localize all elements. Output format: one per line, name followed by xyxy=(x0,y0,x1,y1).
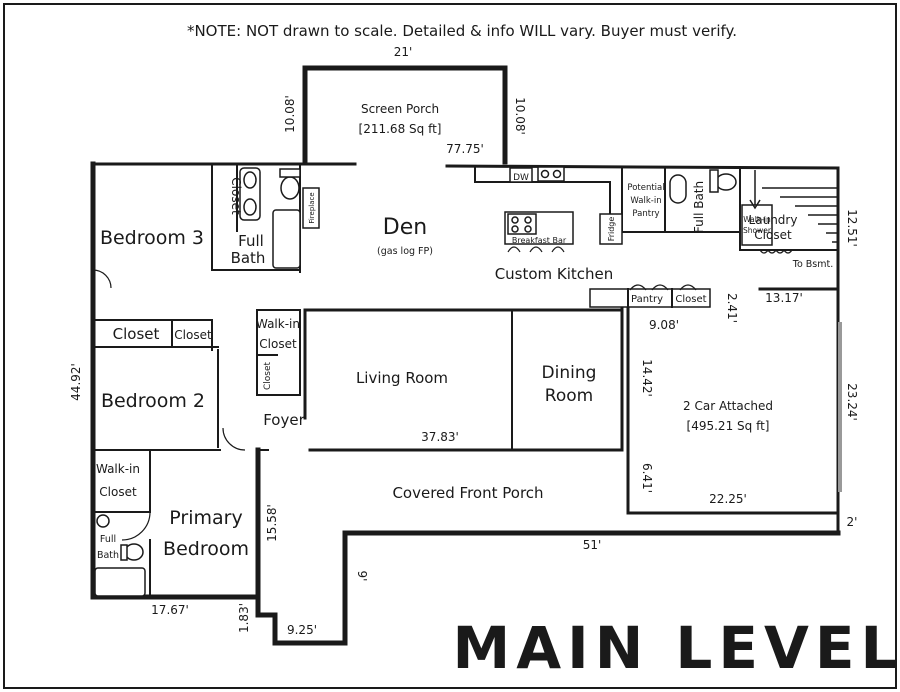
living-room-label: Living Room xyxy=(356,369,448,387)
primary-bedroom-label-2: Bedroom xyxy=(163,538,249,560)
custom-kitchen-label: Custom Kitchen xyxy=(495,265,614,283)
primary-walkin-2: Closet xyxy=(99,485,137,499)
screen-porch-sqft: [211.68 Sq ft] xyxy=(359,122,442,136)
bath3-label: Full xyxy=(238,232,264,250)
dining-label-2: Room xyxy=(545,386,593,406)
dim-925: 9.25' xyxy=(287,623,317,637)
den-label: Den xyxy=(383,215,427,240)
dim-2225: 22.25' xyxy=(709,492,747,506)
bathtub xyxy=(272,209,301,269)
bathtub xyxy=(94,567,146,597)
disclaimer-note: *NOTE: NOT drawn to scale. Detailed & in… xyxy=(187,22,737,40)
room-labels: Screen Porch [211.68 Sq ft] Den (gas log… xyxy=(96,102,833,561)
bedroom2-label: Bedroom 2 xyxy=(101,390,205,412)
toilet-tank xyxy=(120,544,128,561)
fridge-label: Fridge xyxy=(607,217,616,242)
garage-label: 2 Car Attached xyxy=(683,399,773,413)
laundry-label-1: Laundry xyxy=(749,213,798,227)
walkin-shower-1: Walk-in xyxy=(743,215,771,224)
dishwasher-icon xyxy=(509,167,533,183)
bedroom2-closet-label: Closet xyxy=(113,325,160,343)
fireplace-icon xyxy=(302,187,320,229)
primary-walkin-1: Walk-in xyxy=(96,462,140,476)
dim-241: 2.41' xyxy=(725,293,739,323)
kitchen-closet-label: Closet xyxy=(675,294,706,305)
primary-bath-label-1: Full xyxy=(100,534,116,545)
toilet xyxy=(715,173,737,191)
hall-closet-label: Closet xyxy=(263,362,273,391)
dim-9: 9' xyxy=(355,571,369,582)
dim-3783: 37.83' xyxy=(421,430,459,444)
sink xyxy=(669,174,687,204)
dining-label-1: Dining xyxy=(542,363,597,383)
primary-bath-label-2: Bath xyxy=(97,550,119,561)
pantry-label: Pantry xyxy=(631,294,663,305)
hall-walkin-2: Closet xyxy=(259,337,297,351)
fridge-icon xyxy=(599,213,623,245)
dim-908: 9.08' xyxy=(649,318,679,332)
bedroom3-label: Bedroom 3 xyxy=(100,227,204,249)
page-border xyxy=(3,3,897,689)
dim-1442: 14.42' xyxy=(640,359,654,397)
sink xyxy=(243,198,257,216)
breakfast-bar-label: Breakfast Bar xyxy=(512,236,567,245)
garage-sqft: [495.21 Sq ft] xyxy=(687,419,770,433)
covered-porch-label: Covered Front Porch xyxy=(392,484,543,502)
den-sublabel: (gas log FP) xyxy=(377,246,433,257)
dim-641: 6.41' xyxy=(640,463,654,493)
toilet-tank xyxy=(709,169,719,193)
dim-1317: 13.17' xyxy=(765,291,803,305)
dim-1558: 15.58' xyxy=(265,504,279,542)
main-level-title: MAIN LEVEL xyxy=(453,614,900,682)
walkin-shower-2: Shower xyxy=(743,226,772,235)
sink xyxy=(243,171,257,189)
sink xyxy=(96,514,110,528)
dim-2: 2' xyxy=(847,515,858,529)
to-basement-label: To Bsmt. xyxy=(792,259,834,270)
fixtures xyxy=(94,166,838,597)
dim-2324: 23.24' xyxy=(845,383,859,421)
toilet-tank xyxy=(279,168,301,178)
fireplace-label: Fireplace xyxy=(308,192,316,223)
dim-porch-width: 21' xyxy=(394,45,413,59)
pantry-potential-3: Pantry xyxy=(632,209,659,219)
dim-183: 1.83' xyxy=(237,603,251,633)
full-bath-right-label: Full Bath xyxy=(692,181,706,233)
screen-porch-label: Screen Porch xyxy=(361,102,439,116)
primary-bedroom-label-1: Primary xyxy=(169,507,242,529)
dim-left-total: 44.92' xyxy=(69,363,83,401)
dim-porch-right: 10.08' xyxy=(513,97,527,135)
dim-right-upper: 12.51' xyxy=(845,209,859,247)
laundry-label-2: Closet xyxy=(754,228,792,242)
pantry-potential-1: Potential xyxy=(627,183,664,193)
dim-porch-left: 10.08' xyxy=(283,95,297,133)
bath3-label-2: Bath xyxy=(231,249,266,267)
dim-51: 51' xyxy=(583,538,602,552)
dimension-labels: 21' 10.08' 10.08' 77.75' 12.51' 13.17' 2… xyxy=(69,45,859,637)
foyer-label: Foyer xyxy=(263,411,305,429)
dim-1767: 17.67' xyxy=(151,603,189,617)
stairs-to-basement xyxy=(749,170,838,243)
bar-stools xyxy=(507,246,565,253)
dim-top-run: 77.75' xyxy=(446,142,484,156)
pantry-potential-2: Walk-in xyxy=(630,196,661,206)
interior-walls xyxy=(92,163,839,598)
door-swings xyxy=(92,248,793,541)
dishwasher-label: DW xyxy=(513,173,529,183)
bedroom2-closet-2-label: Closet xyxy=(174,328,212,342)
toilet xyxy=(280,176,300,200)
hall-walkin-1: Walk-in xyxy=(256,317,300,331)
bedroom3-closet-label: Closet xyxy=(229,177,243,215)
